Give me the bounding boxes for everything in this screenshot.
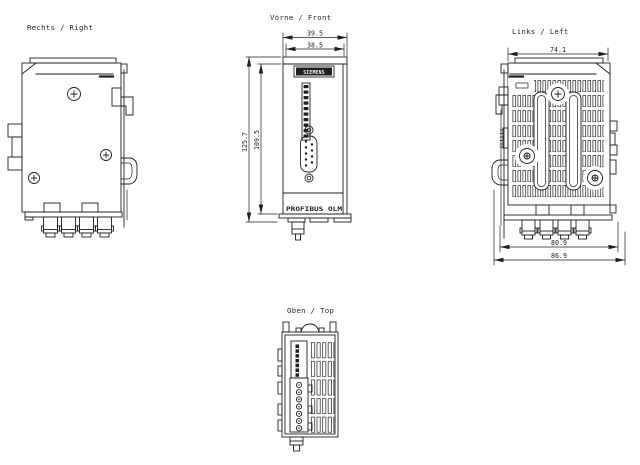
- brand-text: SIEMENS: [303, 70, 325, 76]
- din-rail-hooks: [111, 69, 138, 228]
- product-label: PROFIBUS OLM: [286, 205, 342, 213]
- dim-text: 80.9: [551, 239, 567, 247]
- dim-text: 125.7: [241, 132, 249, 152]
- view-right-housing: [21, 57, 128, 213]
- view-left: Links / Left 74.1: [491, 27, 626, 266]
- view-top: Oben / Top: [277, 306, 339, 452]
- bottom-base: [503, 204, 613, 221]
- dim-front-outer-width: 39.5: [282, 30, 348, 57]
- screw: [547, 83, 569, 105]
- dim-text: 39.5: [307, 30, 323, 38]
- view-right-label: Rechts / Right: [27, 23, 93, 32]
- screw: [100, 149, 112, 161]
- view-right: Rechts / Right: [7, 23, 138, 238]
- bnc-connectors: [519, 219, 592, 240]
- view-left-label: Links / Left: [512, 27, 569, 36]
- bottom-connector-stub: [289, 436, 304, 452]
- dsub-connector-side: [7, 123, 23, 171]
- terminal-edge-bumps: [277, 348, 283, 432]
- screw: [28, 172, 40, 184]
- dip-switches: [290, 340, 308, 379]
- dim-left-bottom-outer-width: 86.9: [493, 189, 626, 266]
- dim-front-outer-height: 125.7: [241, 56, 282, 223]
- view-front-housing: [282, 56, 348, 215]
- view-top-label: Oben / Top: [287, 306, 334, 315]
- dim-front-inner-width: 38.5: [285, 42, 345, 57]
- din-rail-hooks: [491, 69, 509, 239]
- screw: [583, 166, 607, 190]
- dim-text: 38.5: [307, 42, 323, 50]
- siemens-badge: SIEMENS: [293, 65, 335, 78]
- dsub-connector-side: [609, 120, 618, 214]
- dsub9-connector: [300, 125, 318, 183]
- dim-left-top-width: 74.1: [507, 46, 609, 62]
- dim-text: 74.1: [550, 46, 566, 54]
- front-base: [278, 213, 352, 241]
- vent-slats: [310, 342, 335, 433]
- vent-capsules: [533, 91, 582, 191]
- dim-text: 86.9: [551, 252, 567, 260]
- dim-front-inner-height: 109.5: [253, 63, 282, 215]
- terminal-block: [289, 377, 313, 433]
- dim-left-bottom-inner-width: 80.9: [499, 221, 619, 253]
- bnc-connectors: [41, 216, 114, 238]
- screw: [67, 87, 81, 101]
- view-front: Vorne / Front 39.5 38.5 125.7 109.5: [241, 13, 352, 241]
- dim-text: 109.5: [253, 130, 261, 150]
- screw: [515, 144, 539, 168]
- view-front-label: Vorne / Front: [270, 13, 331, 22]
